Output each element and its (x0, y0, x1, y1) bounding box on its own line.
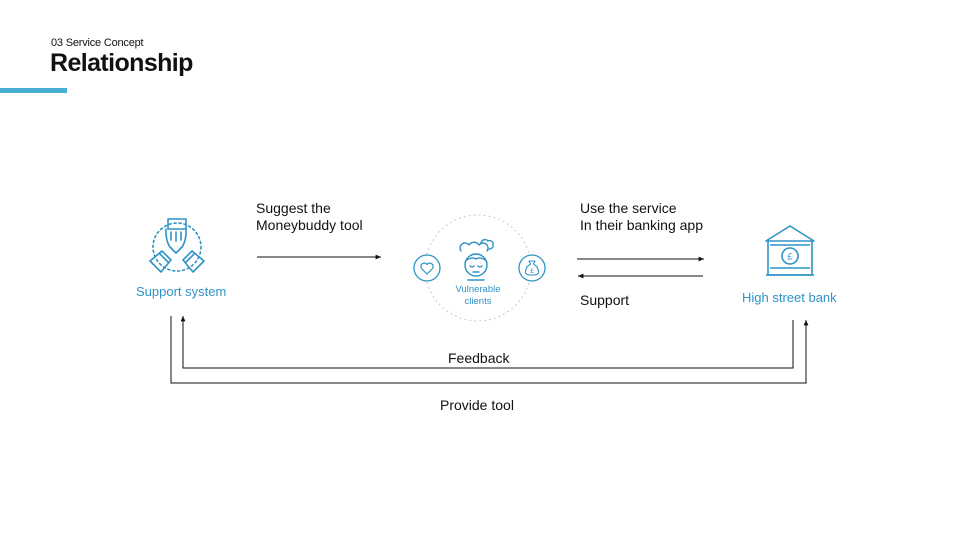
use-service-label: Use the service In their banking app (580, 200, 703, 234)
vulnerable-clients-line2: clients (464, 296, 492, 307)
feedback-label: Feedback (448, 350, 510, 366)
section-eyebrow: 03 Service Concept (51, 37, 144, 49)
support-system-label: Support system (136, 284, 227, 299)
bank-pound-sign: £ (787, 252, 792, 262)
suggest-label-line2: Moneybuddy tool (256, 217, 363, 233)
high-street-bank-label: High street bank (742, 290, 837, 305)
suggest-label: Suggest the Moneybuddy tool (256, 200, 363, 234)
accent-bar (0, 88, 67, 93)
vulnerable-clients-label: Vulnerable clients (438, 284, 518, 308)
support-label: Support (580, 292, 630, 308)
svg-text:£: £ (530, 268, 534, 275)
hands-together-icon (149, 218, 205, 273)
suggest-label-line1: Suggest the (256, 200, 331, 216)
use-service-label-line2: In their banking app (580, 217, 703, 233)
money-bag-icon: £ (518, 254, 546, 282)
page-title: Relationship (50, 49, 193, 77)
provide-tool-label: Provide tool (440, 397, 514, 413)
use-service-label-line1: Use the service (580, 200, 677, 216)
heart-icon (413, 254, 441, 282)
feedback-arrow (180, 316, 794, 369)
provide-tool-arrow (170, 316, 809, 384)
vulnerable-clients-line1: Vulnerable (455, 284, 501, 295)
bank-icon (765, 225, 815, 276)
sleepy-person-icon (459, 238, 494, 281)
